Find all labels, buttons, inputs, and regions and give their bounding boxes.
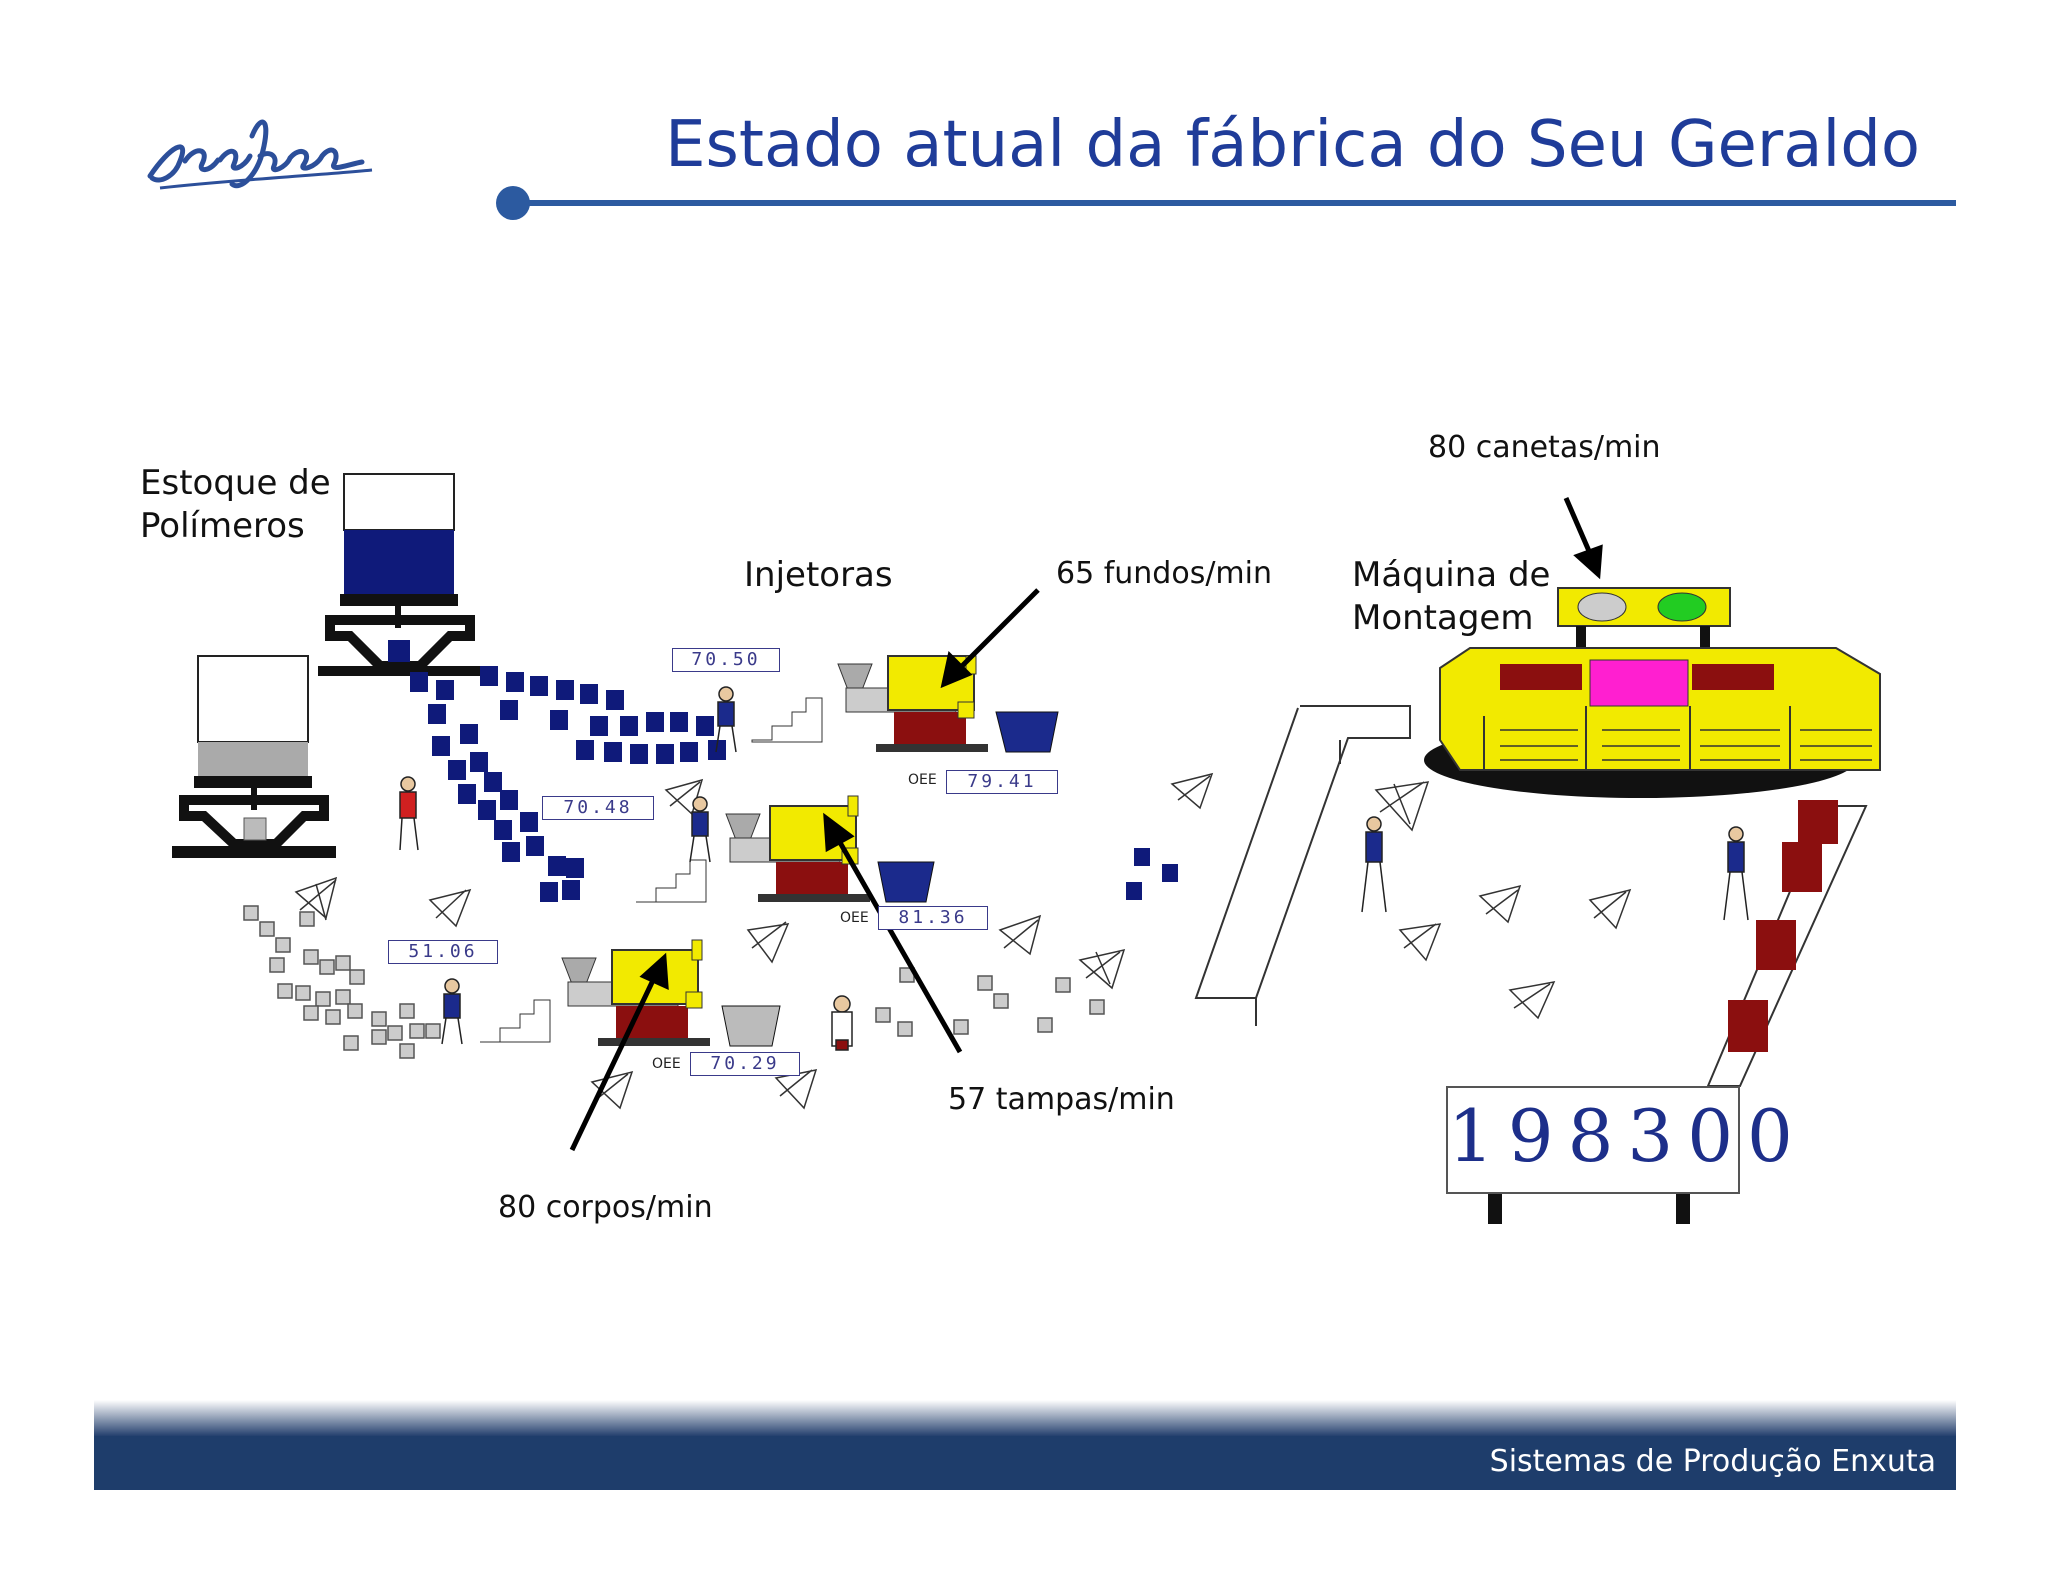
footer-text: Sistemas de Produção Enxuta <box>1489 1444 1936 1479</box>
injector-machine-middle <box>636 795 935 903</box>
silo-polymer-gray <box>172 655 336 858</box>
label-rate-bodies: 80 corpos/min <box>498 1190 713 1225</box>
label-injectors: Injetoras <box>744 555 893 595</box>
oee-tag-3: OEE <box>652 1056 681 1072</box>
footer-gradient <box>94 1400 1956 1436</box>
oee-value-2: 81.36 <box>878 906 988 930</box>
footer-bar: Sistemas de Produção Enxuta <box>94 1436 1956 1490</box>
sao-judas-logo <box>147 119 373 190</box>
oee-value-3: 70.29 <box>690 1052 800 1076</box>
slide-title: Estado atual da fábrica do Seu Geraldo <box>665 108 1920 182</box>
assembly-machine <box>1424 587 1881 798</box>
conveyor-left <box>1194 705 1411 1026</box>
label-polymer-stock-text: Estoque de Polímeros <box>140 463 331 546</box>
production-counter-value: 198300 <box>1448 1094 1807 1178</box>
gray-part-blocks <box>243 905 1105 1059</box>
oee-tag-1: OEE <box>908 772 937 788</box>
label-assembly-machine: Máquina de Montagem <box>1352 554 1550 640</box>
oee-tag-2: OEE <box>840 910 869 926</box>
workers <box>399 686 1749 1051</box>
conveyor-output <box>1488 800 1868 1224</box>
label-rate-bottoms: 65 fundos/min <box>1056 556 1273 591</box>
injector-machine-top <box>751 655 1059 753</box>
factory-scene <box>172 473 1881 1224</box>
title-rule <box>514 200 1956 206</box>
label-assembly-machine-text: Máquina de Montagem <box>1352 555 1551 638</box>
oee-value-1: 79.41 <box>946 770 1058 794</box>
gauge-injector-bottom: 51.06 <box>388 940 498 964</box>
scrap-pens <box>294 772 1632 1110</box>
gauge-injector-top: 70.50 <box>672 648 780 672</box>
label-rate-pens: 80 canetas/min <box>1428 430 1661 465</box>
title-rule-dot <box>496 186 530 220</box>
polymer-blocks <box>410 666 1178 902</box>
arrows <box>569 497 1603 1152</box>
production-counter: 198300 <box>1446 1086 1807 1194</box>
label-rate-caps: 57 tampas/min <box>948 1082 1175 1117</box>
label-polymer-stock: Estoque de Polímeros <box>140 462 331 548</box>
gauge-injector-middle: 70.48 <box>542 796 654 820</box>
silo-polymer-blue <box>318 473 482 676</box>
